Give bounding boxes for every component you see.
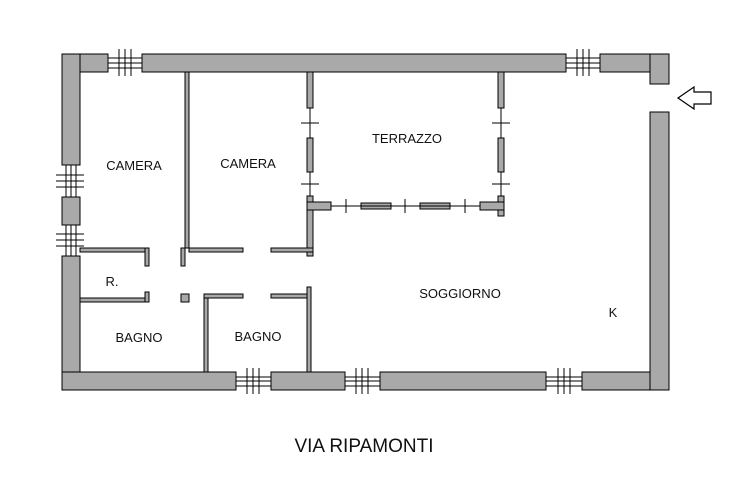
terrace-glazing (301, 108, 510, 213)
room-label-camera-2: CAMERA (220, 156, 276, 171)
inner-walls (79, 71, 505, 373)
room-labels: CAMERA CAMERA TERRAZZO R. BAGNO BAGNO SO… (106, 131, 618, 345)
entrance-arrow-icon (676, 85, 712, 111)
windows (56, 49, 600, 394)
room-label-bagno-2: BAGNO (235, 329, 282, 344)
room-label-camera-1: CAMERA (106, 158, 162, 173)
room-label-soggiorno: SOGGIORNO (419, 286, 501, 301)
room-label-ripostiglio: R. (106, 274, 119, 289)
room-label-terrazzo: TERRAZZO (372, 131, 442, 146)
room-label-kitchen: K (609, 305, 618, 320)
street-name: VIA RIPAMONTI (294, 436, 433, 457)
room-label-bagno-1: BAGNO (116, 330, 163, 345)
